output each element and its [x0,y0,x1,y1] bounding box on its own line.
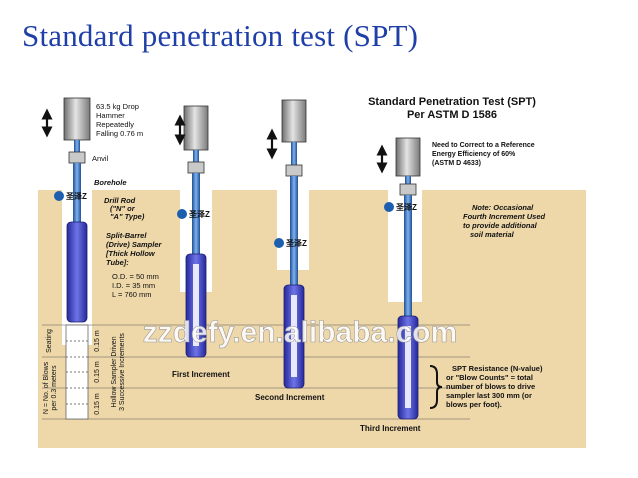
first-increment-label: First Increment [172,370,230,379]
seating-label: Seating [46,329,53,353]
split-barrel-sampler [66,221,88,323]
seating-box [65,324,89,420]
sampler-label-4: Tube]: [106,258,129,267]
resistance-label-1: SPT Resistance (N-value) [452,364,543,373]
drive-label-1: Hollow Sampler Driven [111,336,118,407]
note-label-2: Fourth Increment Used [463,212,546,221]
drill-rod-label-3: "A" Type) [110,212,145,221]
borehole-label: Borehole [94,178,127,187]
sampler-core [291,295,297,377]
resistance-label-4: sampler last 300 mm (or [446,391,532,400]
logo-badge: 圣泽Z [384,202,417,212]
spt-column-4 [395,137,421,420]
guide-rod [74,140,80,153]
anvil [399,183,417,196]
logo-badge: 圣泽Z [54,191,87,201]
resistance-brace [429,365,443,409]
n-label-1: N = No. of Blows [43,361,50,414]
correction-label-2: Energy Efficiency of 60% [432,151,516,158]
od-label: O.D. = 50 mm [112,272,159,281]
drill-rod-label-2: ("N" or [110,204,136,213]
note-label-3: to provide additional [463,221,538,230]
drop-hammer [63,97,91,141]
correction-label-3: (ASTM D 4633) [432,160,481,167]
svg-text:圣泽Z: 圣泽Z [395,202,417,212]
length-label: L = 760 mm [112,290,152,299]
diagram-subheading: Per ASTM D 1586 [407,109,497,121]
drill-rod [192,173,200,255]
anvil [187,161,205,174]
hammer-label-1: 63.5 kg Drop [96,102,139,111]
svg-text:圣泽Z: 圣泽Z [188,209,210,219]
guide-rod [405,176,411,185]
drop-hammer [281,99,307,143]
sampler-core [193,264,199,346]
correction-label-1: Need to Correct to a Reference [432,142,535,149]
increment-size-1: 0.15 m [94,330,101,352]
hammer-label-2: Hammer [96,111,125,120]
resistance-label-5: blows per foot). [446,400,502,409]
anvil [68,151,86,164]
second-increment-label: Second Increment [255,393,325,402]
n-label-2: per 0.3 meters [51,365,58,411]
note-label-1: Note: Occasional [472,203,534,212]
drill-rod [404,195,412,317]
increment-size-3: 0.15 m [94,393,101,415]
slide-title: Standard penetration test (SPT) [22,18,419,53]
increment-size-2: 0.15 m [94,361,101,383]
watermark: zzdefy.en.alibaba.com [143,316,458,349]
resistance-label-2: or "Blow Counts" = total [446,373,533,382]
drill-rod-label-1: Drill Rod [104,196,136,205]
sampler-label-2: (Drive) Sampler [106,240,163,249]
spt-column-1 [63,97,91,420]
guide-rod [291,142,297,166]
drill-rod [290,176,298,286]
drill-rod [73,163,81,223]
hammer-label-4: Falling 0.76 m [96,129,143,138]
sampler-label-3: [Thick Hollow [105,249,156,258]
id-label: I.D. = 35 mm [112,281,155,290]
logo-badge: 圣泽Z [274,238,307,248]
svg-text:圣泽Z: 圣泽Z [65,191,87,201]
third-increment-label: Third Increment [360,424,421,433]
drop-hammer [183,105,209,151]
soil-hatching [38,190,586,448]
hammer-label-3: Repeatedly [96,120,134,129]
soil-background [38,190,586,448]
sampler-core [405,326,411,408]
spt-column-3 [281,99,307,389]
sampler-label-1: Split-Barrel [106,231,147,240]
resistance-label-3: number of blows to drive [446,382,535,391]
drive-label-2: 3 Successive Increments [119,333,126,411]
spt-column-2 [183,105,209,358]
diagram-heading: Standard Penetration Test (SPT) [368,96,536,108]
anvil [285,164,303,177]
drop-hammer [395,137,421,177]
svg-text:圣泽Z: 圣泽Z [285,238,307,248]
guide-rod [193,150,199,163]
note-label-4: soil material [470,230,515,239]
logo-badge: 圣泽Z [177,209,210,219]
anvil-label: Anvil [92,154,109,163]
